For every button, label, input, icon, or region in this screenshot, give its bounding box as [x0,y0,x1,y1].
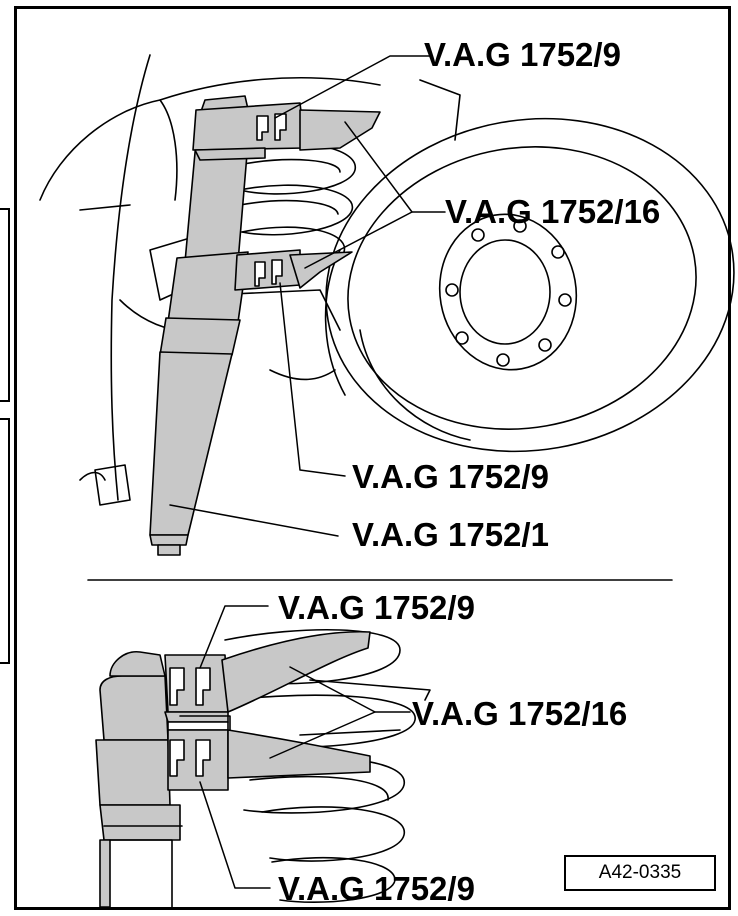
label-detail-vag-1752-9-upper: V.A.G 1752/9 [278,589,475,626]
leader-lines-top [169,55,446,537]
upper-holder-slots [256,113,287,141]
label-top-vag-1752-16: V.A.G 1752/16 [445,193,661,230]
brake-disc [269,117,735,453]
wheel-bolt-holes [445,219,572,367]
leader-lines-detail [199,605,411,889]
label-top-vag-1752-9: V.A.G 1752/9 [424,36,621,73]
lower-holder-slots [254,259,283,287]
label-detail-vag-1752-9-lower: V.A.G 1752/9 [278,870,475,907]
figure-id-box: A42-0335 [564,855,716,891]
detail-tube [103,825,183,907]
figure-frame [14,6,731,910]
left-margin-bracket-bottom [0,418,10,664]
spring-compressor-body [149,117,251,556]
label-detail-vag-1752-16: V.A.G 1752/16 [412,695,628,732]
detail-upper-slots [169,667,211,706]
detail-lower-slots [169,739,211,777]
label-top-vag-1752-9-lower: V.A.G 1752/9 [352,458,549,495]
lower-spring-holder [234,249,353,291]
left-margin-bracket-top [0,208,10,402]
detail-compressor-body [95,651,181,907]
label-top-vag-1752-1: V.A.G 1752/1 [352,516,549,553]
